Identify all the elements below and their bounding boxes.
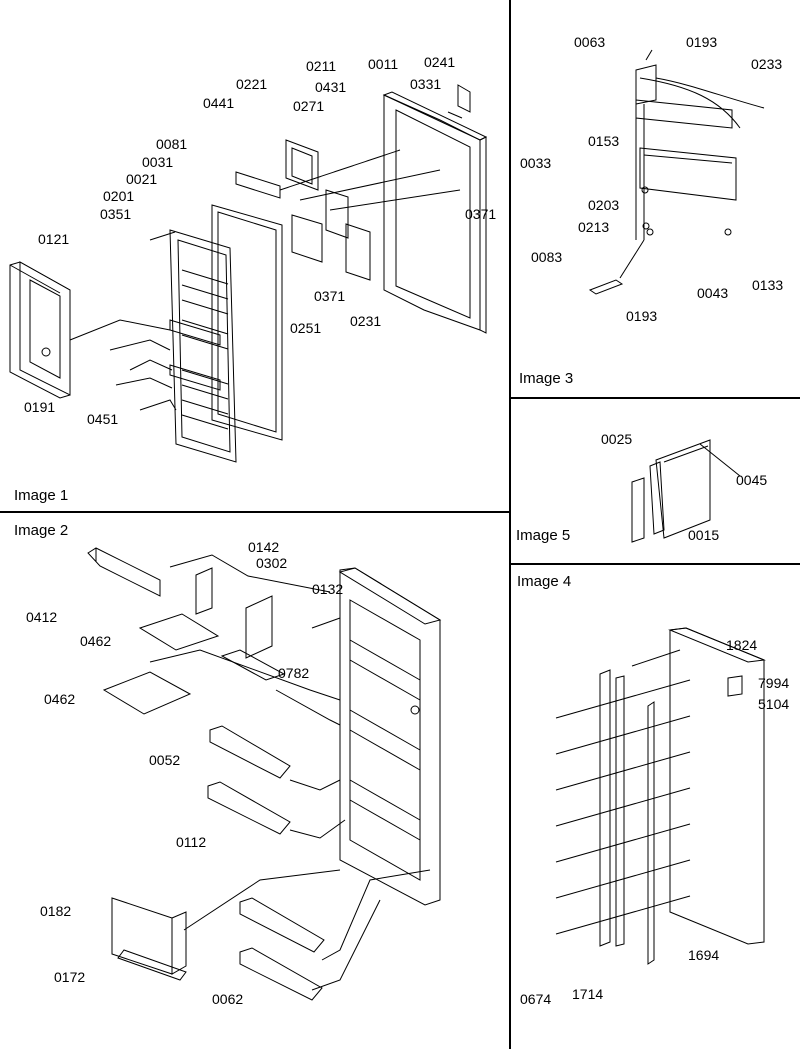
part-label: 0213 bbox=[578, 219, 610, 235]
part-label: 0121 bbox=[38, 231, 70, 247]
part-label: 0201 bbox=[103, 188, 135, 204]
part-label: 0351 bbox=[100, 206, 132, 222]
panel-title-image1: Image 1 bbox=[14, 487, 69, 504]
panel-title-image2: Image 2 bbox=[14, 522, 69, 539]
part-label: 1694 bbox=[688, 947, 720, 963]
part-label: 0431 bbox=[315, 79, 347, 95]
horizontal-divider-left bbox=[0, 511, 510, 513]
part-label: 0153 bbox=[588, 133, 620, 149]
part-label: 0052 bbox=[149, 752, 181, 768]
part-label: 0371 bbox=[314, 288, 346, 304]
horizontal-divider-right-top bbox=[510, 397, 800, 399]
part-label: 0182 bbox=[40, 903, 72, 919]
part-label: 0203 bbox=[588, 197, 620, 213]
part-label: 0331 bbox=[410, 76, 442, 92]
part-label: 0025 bbox=[601, 431, 633, 447]
image4-drawing bbox=[555, 627, 766, 965]
part-label: 0441 bbox=[203, 95, 235, 111]
image5-drawing bbox=[631, 439, 741, 543]
part-label: 0133 bbox=[752, 277, 784, 293]
part-label: 0043 bbox=[697, 285, 729, 301]
part-label: 0112 bbox=[176, 834, 207, 850]
part-label: 0083 bbox=[531, 249, 563, 265]
part-label: 0172 bbox=[54, 969, 86, 985]
part-label: 1824 bbox=[726, 637, 758, 653]
part-label: 0782 bbox=[278, 665, 310, 681]
part-label: 0193 bbox=[626, 308, 658, 324]
part-label: 1714 bbox=[572, 986, 604, 1002]
part-label: 5104 bbox=[758, 696, 790, 712]
part-label: 0081 bbox=[156, 136, 188, 152]
part-label: 0271 bbox=[293, 98, 325, 114]
panel-title-image4: Image 4 bbox=[517, 573, 572, 590]
part-label: 0674 bbox=[520, 991, 552, 1007]
part-label: 0211 bbox=[306, 58, 337, 74]
part-label: 0191 bbox=[24, 399, 56, 415]
part-label: 0451 bbox=[87, 411, 119, 427]
part-label: 0462 bbox=[44, 691, 76, 707]
part-label: 0062 bbox=[212, 991, 244, 1007]
part-label: 0241 bbox=[424, 54, 456, 70]
part-label: 0011 bbox=[368, 56, 399, 72]
part-label: 0033 bbox=[520, 155, 552, 171]
part-label: 7994 bbox=[758, 675, 790, 691]
part-label: 0063 bbox=[574, 34, 606, 50]
part-label: 0193 bbox=[686, 34, 718, 50]
part-label: 0132 bbox=[312, 581, 344, 597]
image3-drawing bbox=[588, 49, 765, 295]
part-label: 0031 bbox=[142, 154, 174, 170]
part-label: 0142 bbox=[248, 539, 280, 555]
horizontal-divider-right-bottom bbox=[510, 563, 800, 565]
panel-title-image5: Image 5 bbox=[516, 527, 571, 544]
image2-drawing bbox=[87, 547, 442, 1001]
part-label: 0412 bbox=[26, 609, 58, 625]
part-label: 0462 bbox=[80, 633, 112, 649]
part-label: 0221 bbox=[236, 76, 268, 92]
part-label: 0015 bbox=[688, 527, 720, 543]
part-label: 0021 bbox=[126, 171, 158, 187]
part-label: 0045 bbox=[736, 472, 768, 488]
part-label: 0251 bbox=[290, 320, 322, 336]
vertical-divider bbox=[509, 0, 511, 1049]
part-label: 0371 bbox=[465, 206, 497, 222]
part-label: 0302 bbox=[256, 555, 288, 571]
part-label: 0233 bbox=[751, 56, 783, 72]
image1-drawing bbox=[9, 84, 488, 463]
part-label: 0231 bbox=[350, 313, 382, 329]
panel-title-image3: Image 3 bbox=[519, 370, 574, 387]
